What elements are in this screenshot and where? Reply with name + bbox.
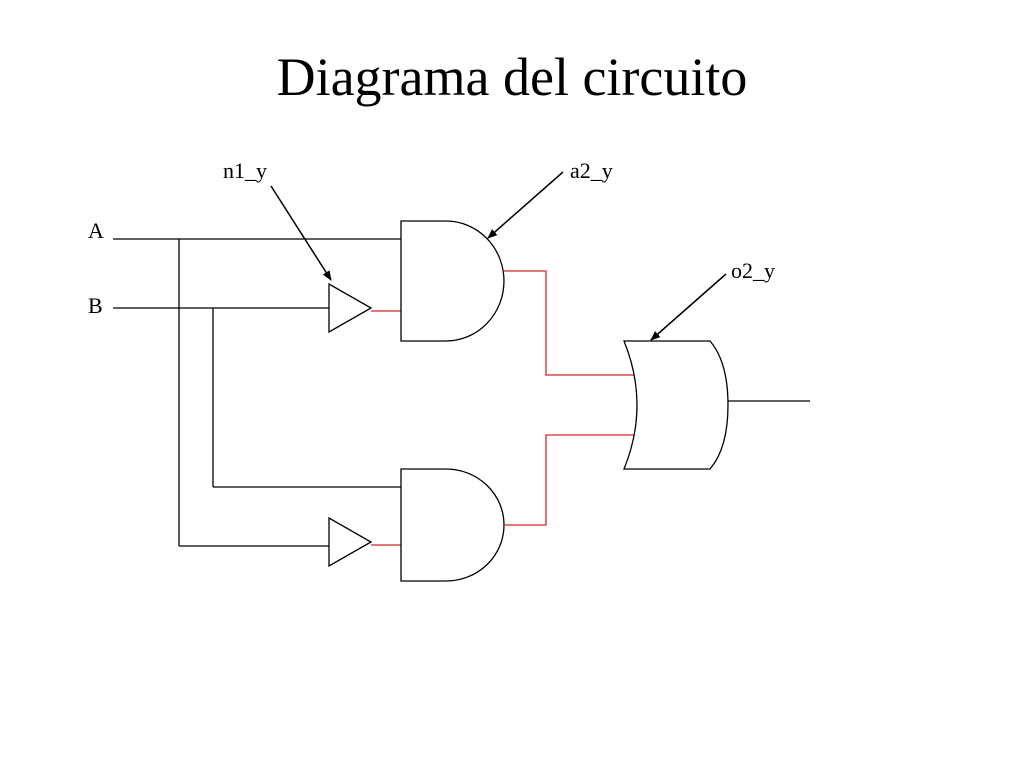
pointer-a2-y	[487, 171, 564, 239]
page-title: Diagrama del circuito	[276, 47, 748, 107]
input-label-a: A	[88, 218, 104, 243]
and-gate-bottom	[400, 468, 505, 582]
wire-a2-bottom	[504, 434, 637, 526]
pointer-n1-y	[270, 185, 332, 281]
pointer-o2-y	[650, 273, 727, 341]
wire-input-b	[113, 307, 401, 488]
inverter-top	[328, 282, 373, 334]
label-n1-y: n1_y	[223, 158, 267, 183]
wire-input-a	[113, 238, 401, 547]
and-gate-top	[400, 220, 505, 342]
inverter-bottom	[328, 516, 373, 568]
input-label-b: B	[88, 293, 103, 318]
label-a2-y: a2_y	[570, 158, 613, 183]
wire-a2-top	[504, 270, 637, 376]
or-gate	[623, 340, 729, 470]
label-o2-y: o2_y	[731, 258, 775, 283]
